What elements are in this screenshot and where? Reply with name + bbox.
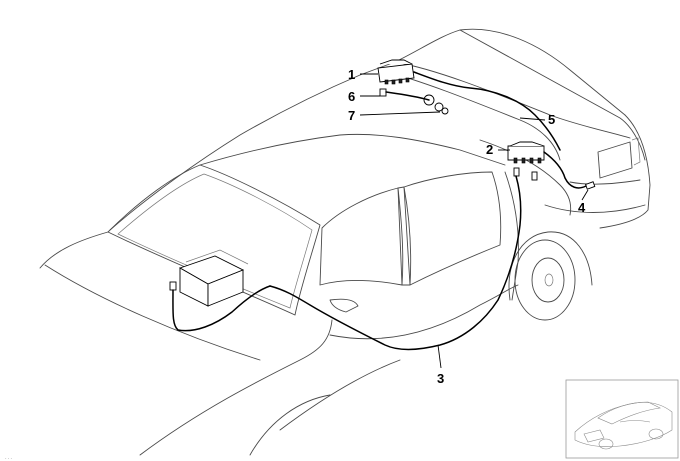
callout-5: 5 — [548, 112, 555, 127]
rear-wheel-rim — [531, 257, 565, 303]
leader-3 — [437, 344, 442, 369]
rear-connector-part-4 — [584, 181, 596, 190]
a-pillar — [199, 133, 506, 166]
rear-wheel-tire — [514, 239, 576, 321]
dash-cable — [172, 285, 271, 332]
roof-rear-edge — [394, 61, 631, 139]
connector-part-6 — [379, 88, 387, 97]
side-mirror — [329, 298, 359, 313]
rear-wheel-hub — [544, 273, 554, 287]
b-pillar — [397, 186, 411, 286]
callout-4: 4 — [578, 200, 586, 215]
hood-left — [39, 231, 109, 269]
main-cable — [269, 175, 522, 351]
sill-line — [329, 284, 519, 340]
callout-6: 6 — [348, 89, 355, 104]
rear-bumper-lower — [544, 204, 646, 213]
callout-2: 2 — [486, 142, 493, 157]
callout-1: 1 — [348, 67, 355, 82]
control-unit — [169, 249, 249, 307]
connector-cable — [385, 91, 430, 101]
hood-crease — [44, 264, 261, 361]
watermark: … — [4, 451, 13, 461]
roof-amplifier-part — [377, 59, 415, 85]
rear-door-window — [403, 171, 502, 286]
rear-wheel-arch — [508, 231, 593, 301]
rear-end — [599, 114, 651, 229]
rear-window-edge — [379, 69, 561, 161]
callout-3: 3 — [437, 371, 444, 386]
rear-bumper — [569, 179, 641, 185]
roof-outline — [109, 29, 646, 231]
electrical-parts — [169, 59, 596, 307]
roof-cable — [413, 71, 561, 151]
leader-5 — [519, 117, 546, 121]
leader-4 — [581, 189, 589, 201]
tail-light — [597, 141, 633, 179]
car-body — [39, 28, 651, 456]
tail-light-detail — [631, 137, 641, 166]
callout-7: 7 — [348, 108, 355, 123]
front-wheel-arch — [249, 394, 331, 456]
vehicle-thumbnail — [565, 379, 679, 459]
c-pillar — [479, 139, 572, 216]
rear-amplifier-part — [507, 141, 545, 181]
leader-7 — [359, 111, 441, 116]
front-body-lower — [279, 359, 401, 431]
rear-feed-cable — [543, 151, 587, 189]
rear-door-line — [504, 171, 519, 301]
grommet-part-7 — [423, 94, 449, 115]
wiring-harness — [172, 71, 587, 351]
front-fender — [139, 319, 333, 456]
callouts: 1 2 3 4 5 6 7 — [348, 67, 589, 386]
front-door-window — [319, 187, 404, 286]
trunk-lid — [459, 28, 626, 116]
